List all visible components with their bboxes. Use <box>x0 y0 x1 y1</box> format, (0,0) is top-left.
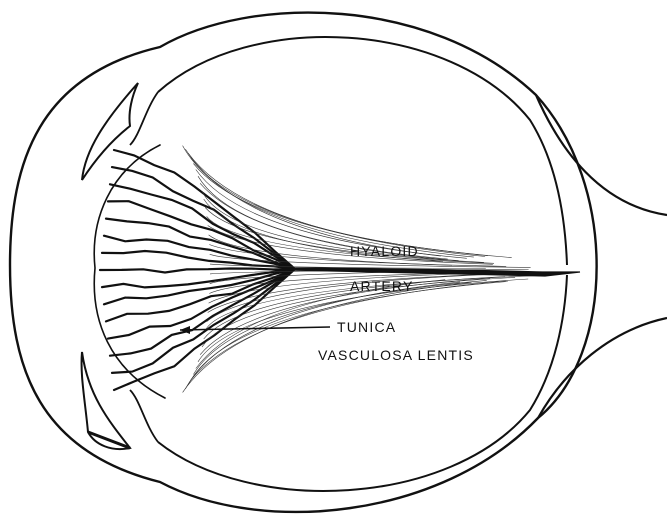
tunica-leader-line <box>180 327 330 330</box>
ciliary-upper <box>130 92 158 145</box>
optic-nerve-lower-edge <box>538 318 667 418</box>
vitreous-fiber <box>185 282 460 389</box>
vitreous-fiber <box>205 208 484 263</box>
ciliary-lower <box>130 390 158 442</box>
vitreous-fiber <box>191 158 474 257</box>
tunica-vasculosa-lentis-network <box>94 145 295 398</box>
iris-lower <box>82 352 130 449</box>
vitreous-fiber <box>196 170 467 259</box>
label-artery: ARTERY <box>350 278 413 294</box>
vitreous-fiber <box>188 153 485 256</box>
label-vasculosa-lentis: VASCULOSA LENTIS <box>318 347 474 363</box>
optic-nerve-upper-edge <box>536 95 667 215</box>
label-hyaloid: HYALOID <box>350 243 419 259</box>
label-tunica: TUNICA <box>337 319 396 335</box>
retina-lower-layer <box>158 275 567 491</box>
